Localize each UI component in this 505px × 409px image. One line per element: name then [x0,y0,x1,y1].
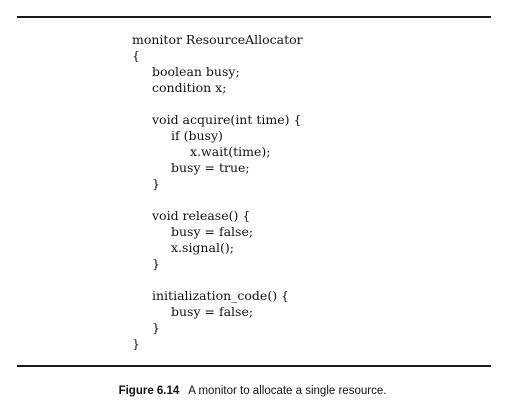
code-line: if (busy) [171,128,223,143]
code-line: busy = false; [171,224,254,239]
code-line: void release() { [152,208,251,223]
code-line: monitor ResourceAllocator [132,32,303,47]
figure-label: Figure 6.14 [118,385,180,397]
code-line: } [152,256,160,271]
code-line: boolean busy; [152,64,240,79]
code-line: initialization_code() { [152,288,290,303]
code-line: x.wait(time); [190,144,271,159]
figure-caption-text: A monitor to allocate a single resource. [188,385,387,397]
code-line: } [152,176,160,191]
top-rule [17,16,491,18]
figure-caption: Figure 6.14 A monitor to allocate a sing… [0,385,505,397]
code-line: } [152,320,160,335]
code-listing: monitor ResourceAllocator { boolean busy… [0,32,505,358]
bottom-rule [17,365,491,367]
code-line: x.signal(); [171,240,234,255]
code-line: void acquire(int time) { [152,112,302,127]
code-line: { [132,48,140,63]
code-line: busy = false; [171,304,254,319]
code-line: } [132,336,140,351]
code-line: condition x; [152,80,227,95]
code-line: busy = true; [171,160,250,175]
